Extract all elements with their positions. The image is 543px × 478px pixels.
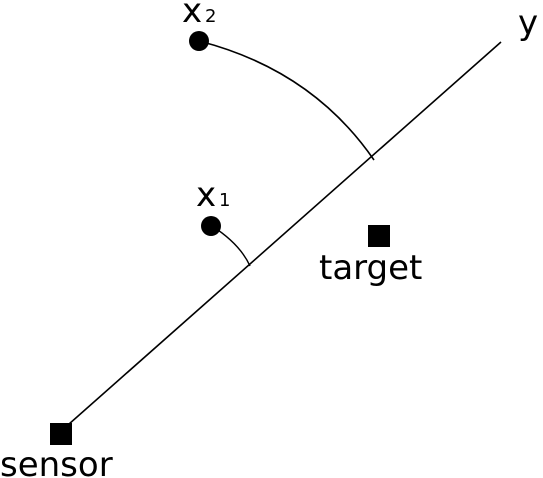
target-label: target [319,248,422,288]
x1-label: x [196,175,216,215]
sensor-label: sensor [0,445,113,478]
x1-subscript: 1 [219,190,230,211]
y-axis-label: y [518,3,538,43]
x1-point [201,216,221,236]
y-axis-line [59,41,502,433]
x2-subscript: 2 [205,6,216,27]
sensor-marker [50,423,72,445]
x2-label: x [182,0,202,31]
x2-arc [198,40,375,161]
target-marker [368,225,390,247]
x2-point [189,31,209,51]
